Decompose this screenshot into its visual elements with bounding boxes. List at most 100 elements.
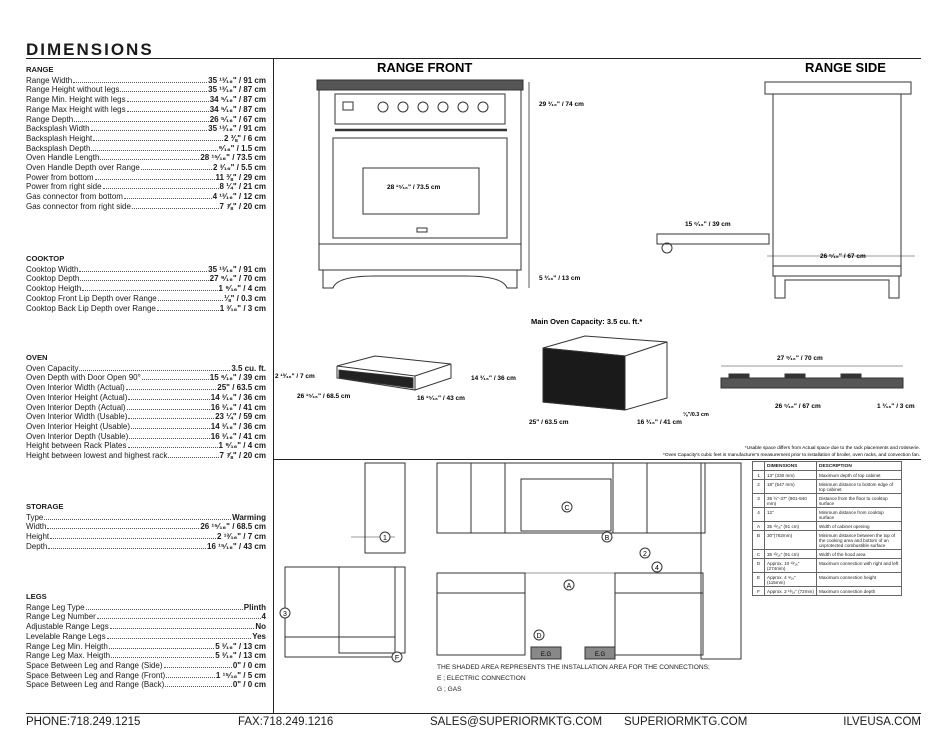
table-header-row: DIMENSIONS DESCRIPTION (752, 461, 902, 471)
table-cell: 13" (330 mm) (764, 470, 817, 480)
spec-label: Backsplash Width (26, 124, 90, 134)
spec-label: Cooktop Width (26, 264, 79, 274)
leader-dots (44, 518, 232, 520)
spec-label: Range Width (26, 75, 73, 85)
oven-capacity-label: Main Oven Capacity: 3.5 cu. ft.* (531, 317, 642, 326)
spec-row: Oven Interior Width (Usable)23 ¼" / 59 c… (26, 412, 266, 422)
leader-dots (73, 81, 208, 83)
warming-drawer-drawing (336, 355, 452, 391)
column-divider (273, 58, 274, 714)
table-cell: Approx. 2 ¹³⁄₁₆" (72mm) (764, 586, 817, 596)
spec-label: Gas connector from bottom (26, 192, 123, 202)
table-cell: 2 (752, 479, 765, 494)
leader-dots (126, 101, 209, 103)
spec-value: 4 ¹³⁄₁₆" / 12 cm (212, 192, 266, 202)
front-height-dim: 29 ³⁄₁₆" / 74 cm (539, 101, 584, 108)
spec-value: 2 ³⁄₁₆" / 5.5 cm (213, 163, 266, 173)
spec-label: Range Leg Max. Heigth (26, 651, 111, 661)
leader-dots (141, 379, 209, 381)
installation-side-view (284, 462, 406, 658)
cooktop-side-drawing (720, 365, 904, 389)
section-heading: COOKTOP (26, 254, 65, 263)
leader-dots (102, 188, 219, 190)
table-cell: Approx. 10 ¹³⁄₁₆" (274mm) (764, 558, 817, 573)
leader-dots (157, 299, 223, 301)
cavity-depth-dim: 16 ³⁄₁₆" / 41 cm (637, 419, 682, 426)
spec-label: Cooktop Heigth (26, 284, 82, 294)
spec-value: 0" / 0 cm (232, 680, 266, 690)
spec-row: Space Between Leg and Range (Front)1 ¹⁵⁄… (26, 671, 266, 681)
table-cell: Width of the hood area (816, 549, 902, 559)
cavity-height-dim: 14 ³⁄₁₆" / 36 cm (471, 375, 516, 382)
leader-dots (79, 369, 231, 371)
table-header: DESCRIPTION (816, 461, 902, 471)
table-cell: Width of cabinet opening (816, 521, 902, 531)
spec-value: 7 ⅞" / 20 cm (219, 451, 267, 461)
usable-space-note: *Usable space differs from Actual space … (745, 445, 920, 451)
footer-website[interactable]: ILVEUSA.COM (843, 716, 921, 728)
range-side-drawing (656, 81, 915, 299)
table-cell: D (752, 558, 765, 573)
installation-note-line: E ; ELECTRIC CONNECTION (437, 675, 526, 682)
mark-eg: E.G (595, 652, 606, 658)
spec-row: Oven Interior Depth (Usable)16 ³⁄₁₆" / 4… (26, 432, 266, 442)
footer-divider (26, 713, 921, 714)
leader-dots (74, 120, 209, 122)
leader-dots (47, 528, 200, 530)
section-heading: RANGE (26, 65, 54, 74)
spec-label: Oven Depth with Door Open 90° (26, 373, 141, 383)
leader-dots (109, 628, 255, 630)
spec-value: 35 ¹³⁄₁₆" / 91 cm (208, 124, 266, 134)
spec-row: Space Between Leg and Range (Back)0" / 0… (26, 680, 266, 690)
table-cell: Maximum connection height (816, 572, 902, 587)
spec-value: 1 ³⁄₁₆" / 3 cm (219, 303, 266, 313)
spec-value: 34 ⁵⁄₁₆" / 87 cm (209, 104, 266, 114)
section-divider (273, 459, 921, 460)
installation-front-view (436, 462, 742, 660)
spec-row: Oven Interior Height (Usable)14 ³⁄₁₆" / … (26, 422, 266, 432)
spec-row: Oven Interior Depth (Actual)16 ³⁄₁₆" / 4… (26, 403, 266, 413)
footer-website[interactable]: SUPERIORMKTG.COM (624, 716, 748, 728)
section-heading: LEGS (26, 592, 47, 601)
leader-dots (96, 618, 261, 620)
spec-label: Depth (26, 541, 48, 551)
spec-value: 27 ⁹⁄₁₆" / 70 cm (209, 274, 266, 284)
spec-label: Space Between Leg and Range (Side) (26, 660, 163, 670)
spec-value: 23 ¼" / 59 cm (215, 412, 266, 422)
spec-value: 8 ¼" / 21 cm (219, 182, 267, 192)
table-cell: 18" (547 mm) (764, 479, 817, 494)
spec-value: No (255, 622, 266, 632)
spec-value: 4 (261, 612, 266, 622)
table-header (752, 461, 765, 471)
spec-value: 16 ³⁄₁₆" / 41 cm (210, 402, 266, 412)
footer-email[interactable]: SALES@SUPERIORMKTG.COM (430, 716, 603, 728)
spec-value: Warming (232, 512, 266, 522)
spec-label: Oven Interior Height (Usable) (26, 421, 131, 431)
leader-dots (128, 418, 215, 420)
leader-dots (80, 280, 209, 282)
leader-dots (126, 110, 209, 112)
oven-cavity-drawing (542, 335, 668, 411)
spec-value: ⁹⁄₁₆" / 1.5 cm (218, 143, 266, 153)
leader-dots (126, 408, 210, 410)
mark-f: F (395, 655, 399, 662)
